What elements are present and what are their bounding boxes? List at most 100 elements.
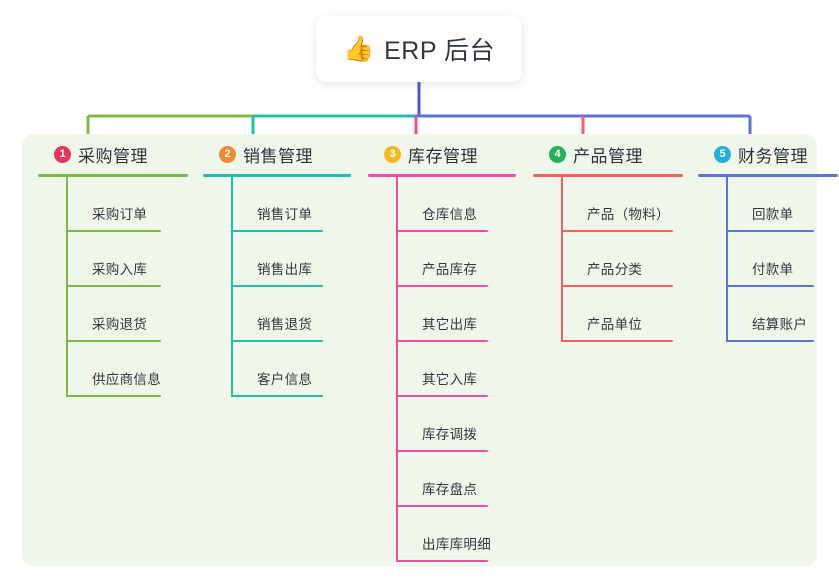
branches-panel [22,134,817,566]
branch-item-underline [231,230,323,232]
branch-item[interactable]: 产品分类 [561,232,683,287]
branch-item[interactable]: 其它入库 [396,342,516,397]
branch-spine [726,177,728,342]
branch-item-label: 仓库信息 [422,207,478,222]
branch-item-underline [396,450,488,452]
branch-item[interactable]: 付款单 [726,232,838,287]
branch-item-underline [726,230,814,232]
branch-item[interactable]: 仓库信息 [396,177,516,232]
branch-item[interactable]: 其它出库 [396,287,516,342]
branch-item-label: 采购退货 [92,317,148,332]
branch-item[interactable]: 回款单 [726,177,838,232]
branch-item-label: 其它入库 [422,372,478,387]
branch-item-label: 产品分类 [587,262,643,277]
branch-title: 库存管理 [408,146,478,166]
branch-title: 采购管理 [78,146,148,166]
branch-item-list: 销售订单销售出库销售退货客户信息 [203,177,351,397]
branch-spine [561,177,563,342]
branch-column-3: 3 库存管理仓库信息产品库存其它出库其它入库库存调拨库存盘点出库库明细 [368,142,516,562]
branch-item-label: 销售退货 [257,317,313,332]
branch-item-underline [396,560,488,562]
branch-number-badge: 4 [549,145,566,163]
branch-column-1: 1 采购管理采购订单采购入库采购退货供应商信息 [38,142,188,397]
branch-item-label: 回款单 [752,207,794,222]
branch-item-label: 销售出库 [257,262,313,277]
branch-item[interactable]: 采购退货 [66,287,188,342]
branch-item[interactable]: 结算账户 [726,287,838,342]
branch-item-label: 其它出库 [422,317,478,332]
branch-item[interactable]: 采购订单 [66,177,188,232]
branch-item-underline [396,230,488,232]
branch-item-list: 回款单付款单结算账户 [698,177,838,342]
branch-header-1[interactable]: 1 采购管理 [38,142,188,166]
branch-title: 产品管理 [573,146,643,166]
branch-item-label: 采购订单 [92,207,148,222]
branch-item-list: 采购订单采购入库采购退货供应商信息 [38,177,188,397]
branch-item-list: 仓库信息产品库存其它出库其它入库库存调拨库存盘点出库库明细 [368,177,516,562]
branch-number-badge: 1 [54,145,71,163]
branch-item-underline [726,285,814,287]
branch-number-badge: 2 [219,145,236,163]
branch-underline [698,174,838,177]
branch-item-underline [231,395,323,397]
branch-item-underline [561,230,673,232]
branch-item-label: 产品（物料） [587,207,670,222]
branch-item-underline [396,340,488,342]
branch-item-label: 客户信息 [257,372,313,387]
branch-item-label: 结算账户 [752,317,808,332]
branch-header-5[interactable]: 5 财务管理 [698,142,838,166]
branch-item[interactable]: 库存盘点 [396,452,516,507]
branch-header-3[interactable]: 3 库存管理 [368,142,516,166]
branch-item-underline [66,395,161,397]
branch-column-4: 4 产品管理产品（物料） 产品分类产品单位 [533,142,683,342]
branch-title: 财务管理 [738,146,808,166]
branch-item[interactable]: 销售订单 [231,177,351,232]
branch-item-underline [726,340,814,342]
branch-item[interactable]: 采购入库 [66,232,188,287]
branch-item[interactable]: 库存调拨 [396,397,516,452]
branch-item-underline [231,285,323,287]
branch-item-underline [396,505,488,507]
branch-item[interactable]: 销售出库 [231,232,351,287]
branch-item-underline [396,285,488,287]
branch-item-list: 产品（物料） 产品分类产品单位 [533,177,683,342]
branch-item-underline [561,285,673,287]
branch-spine [66,177,68,397]
branch-number-badge: 5 [714,145,731,163]
branch-item[interactable]: 供应商信息 [66,342,188,397]
branch-spine [231,177,233,397]
branch-item-underline [66,285,161,287]
branch-item[interactable]: 客户信息 [231,342,351,397]
branch-underline [533,174,683,177]
branch-column-5: 5 财务管理回款单付款单结算账户 [698,142,838,342]
branch-number-badge: 3 [384,145,401,163]
branch-header-4[interactable]: 4 产品管理 [533,142,683,166]
branch-item-underline [561,340,673,342]
branch-item-label: 库存盘点 [422,482,478,497]
branch-item-label: 产品库存 [422,262,478,277]
branch-item[interactable]: 产品库存 [396,232,516,287]
branch-item-label: 付款单 [752,262,794,277]
branch-item-label: 库存调拨 [422,427,478,442]
thumbs-up-icon: 👍 [342,34,375,63]
branch-item-underline [231,340,323,342]
branch-item[interactable]: 产品单位 [561,287,683,342]
branch-item-label: 产品单位 [587,317,643,332]
branch-item-underline [66,340,161,342]
branch-item[interactable]: 产品（物料） [561,177,683,232]
root-node-title: ERP 后台 [384,37,496,65]
branch-underline [203,174,351,177]
root-node[interactable]: 👍 ERP 后台 [316,16,522,82]
branch-item-label: 供应商信息 [92,372,161,387]
branch-spine [396,177,398,562]
branch-item-underline [66,230,161,232]
branch-item-label: 销售订单 [257,207,313,222]
branch-item-label: 采购入库 [92,262,148,277]
branch-item[interactable]: 销售退货 [231,287,351,342]
branch-item-label: 出库库明细 [422,537,491,552]
branch-item[interactable]: 出库库明细 [396,507,516,562]
branch-underline [368,174,516,177]
